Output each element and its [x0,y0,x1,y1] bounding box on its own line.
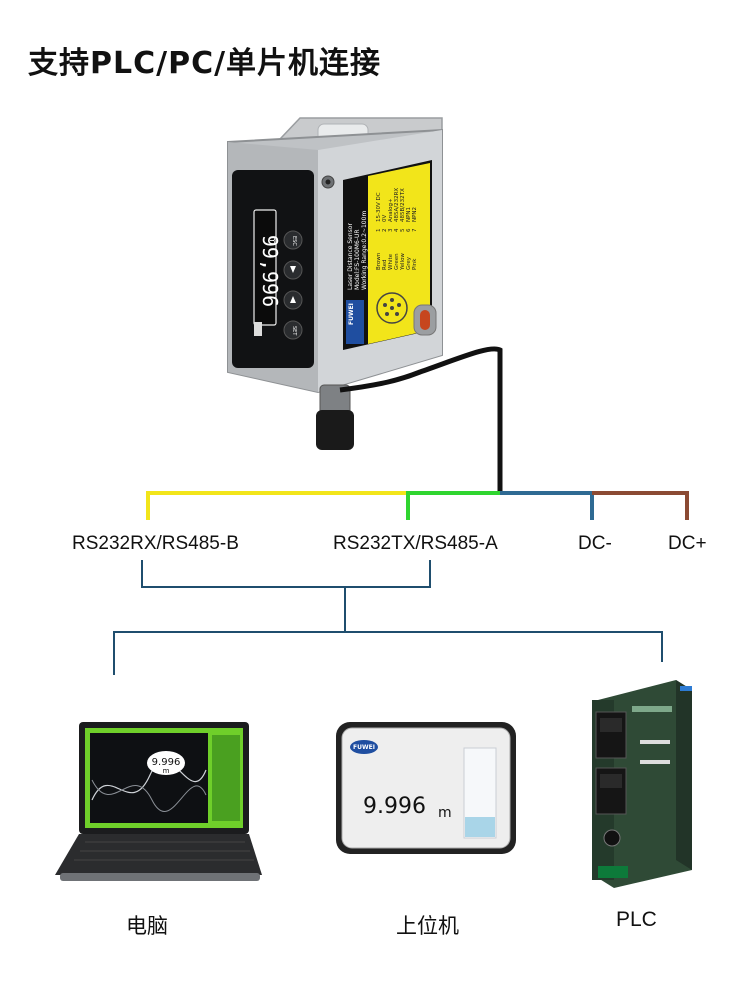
green-wire [406,491,500,520]
svg-text:Red: Red [382,260,388,270]
svg-text:7: 7 [412,228,418,232]
svg-text:Green: Green [394,253,400,270]
dc-minus-label: DC- [578,533,612,554]
svg-text:Laser Distance Sensor: Laser Distance Sensor [347,223,354,290]
svg-text:1: 1 [376,229,382,233]
svg-text:485B/232TX: 485B/232TX [400,188,406,222]
svg-text:Analog+: Analog+ [388,198,394,222]
laptop-device: 9.996 m [55,722,262,881]
sensor-brand: FUWEI [348,303,355,325]
rx-label: RS232RX/RS485-B [72,533,239,554]
svg-text:Yellow: Yellow [400,253,406,271]
plc-label: PLC [616,908,657,931]
svg-text:Model:FS-100M6-UR: Model:FS-100M6-UR [354,229,361,290]
sensor-display-unit: m [267,236,277,245]
display-unit-unit: m [438,805,452,821]
svg-text:ESC: ESC [291,236,297,246]
tx-label: RS232TX/RS485-A [333,533,498,554]
dc-plus-label: DC+ [668,533,707,554]
svg-text:5: 5 [400,228,406,232]
display-unit-brand: FUWEI [353,744,375,751]
esc-button [283,230,303,250]
svg-text:Grey: Grey [406,256,412,270]
display-unit-value: 9.996 [363,794,426,819]
svg-text:6: 6 [406,228,412,232]
plc-device [592,680,692,888]
svg-text:Working Range:0.2~100m: Working Range:0.2~100m [361,211,368,290]
display-unit-device: FUWEI 9.996 m [336,722,516,854]
svg-text:m: m [163,767,170,775]
bus-lines [113,560,663,675]
svg-text:SET: SET [291,326,297,336]
laptop-keyboard [55,834,262,875]
display-unit-level-bar [465,817,495,837]
sensor-display-value: 99,996 [258,235,282,307]
page-title: 支持PLC/PC/单片机连接 [28,46,382,81]
laptop-screen-value: 9.996 [152,757,181,768]
svg-text:485A/232RX: 485A/232RX [394,188,400,222]
svg-text:NPN2: NPN2 [412,207,418,222]
svg-text:2: 2 [382,229,388,233]
wire-lines [146,491,689,520]
svg-text:4: 4 [394,228,400,232]
laser-sensor: 99,996 m ESC SET FUWEI Laser Distance Se… [227,117,503,492]
blue-wire [500,491,594,520]
yellow-wire [146,491,408,520]
svg-text:0V: 0V [382,215,388,222]
display-unit-label: 上位机 [396,914,459,938]
brown-wire [592,491,689,520]
sensor-spec-label [368,163,430,344]
set-button [283,320,303,340]
svg-text:Brown: Brown [376,252,382,270]
svg-text:NPN1: NPN1 [406,207,412,222]
laptop-label: 电脑 [126,914,168,938]
svg-text:Pink: Pink [412,258,418,270]
svg-text:15-30V DC: 15-30V DC [376,192,382,222]
svg-text:White: White [388,253,394,270]
svg-text:3: 3 [388,228,394,232]
